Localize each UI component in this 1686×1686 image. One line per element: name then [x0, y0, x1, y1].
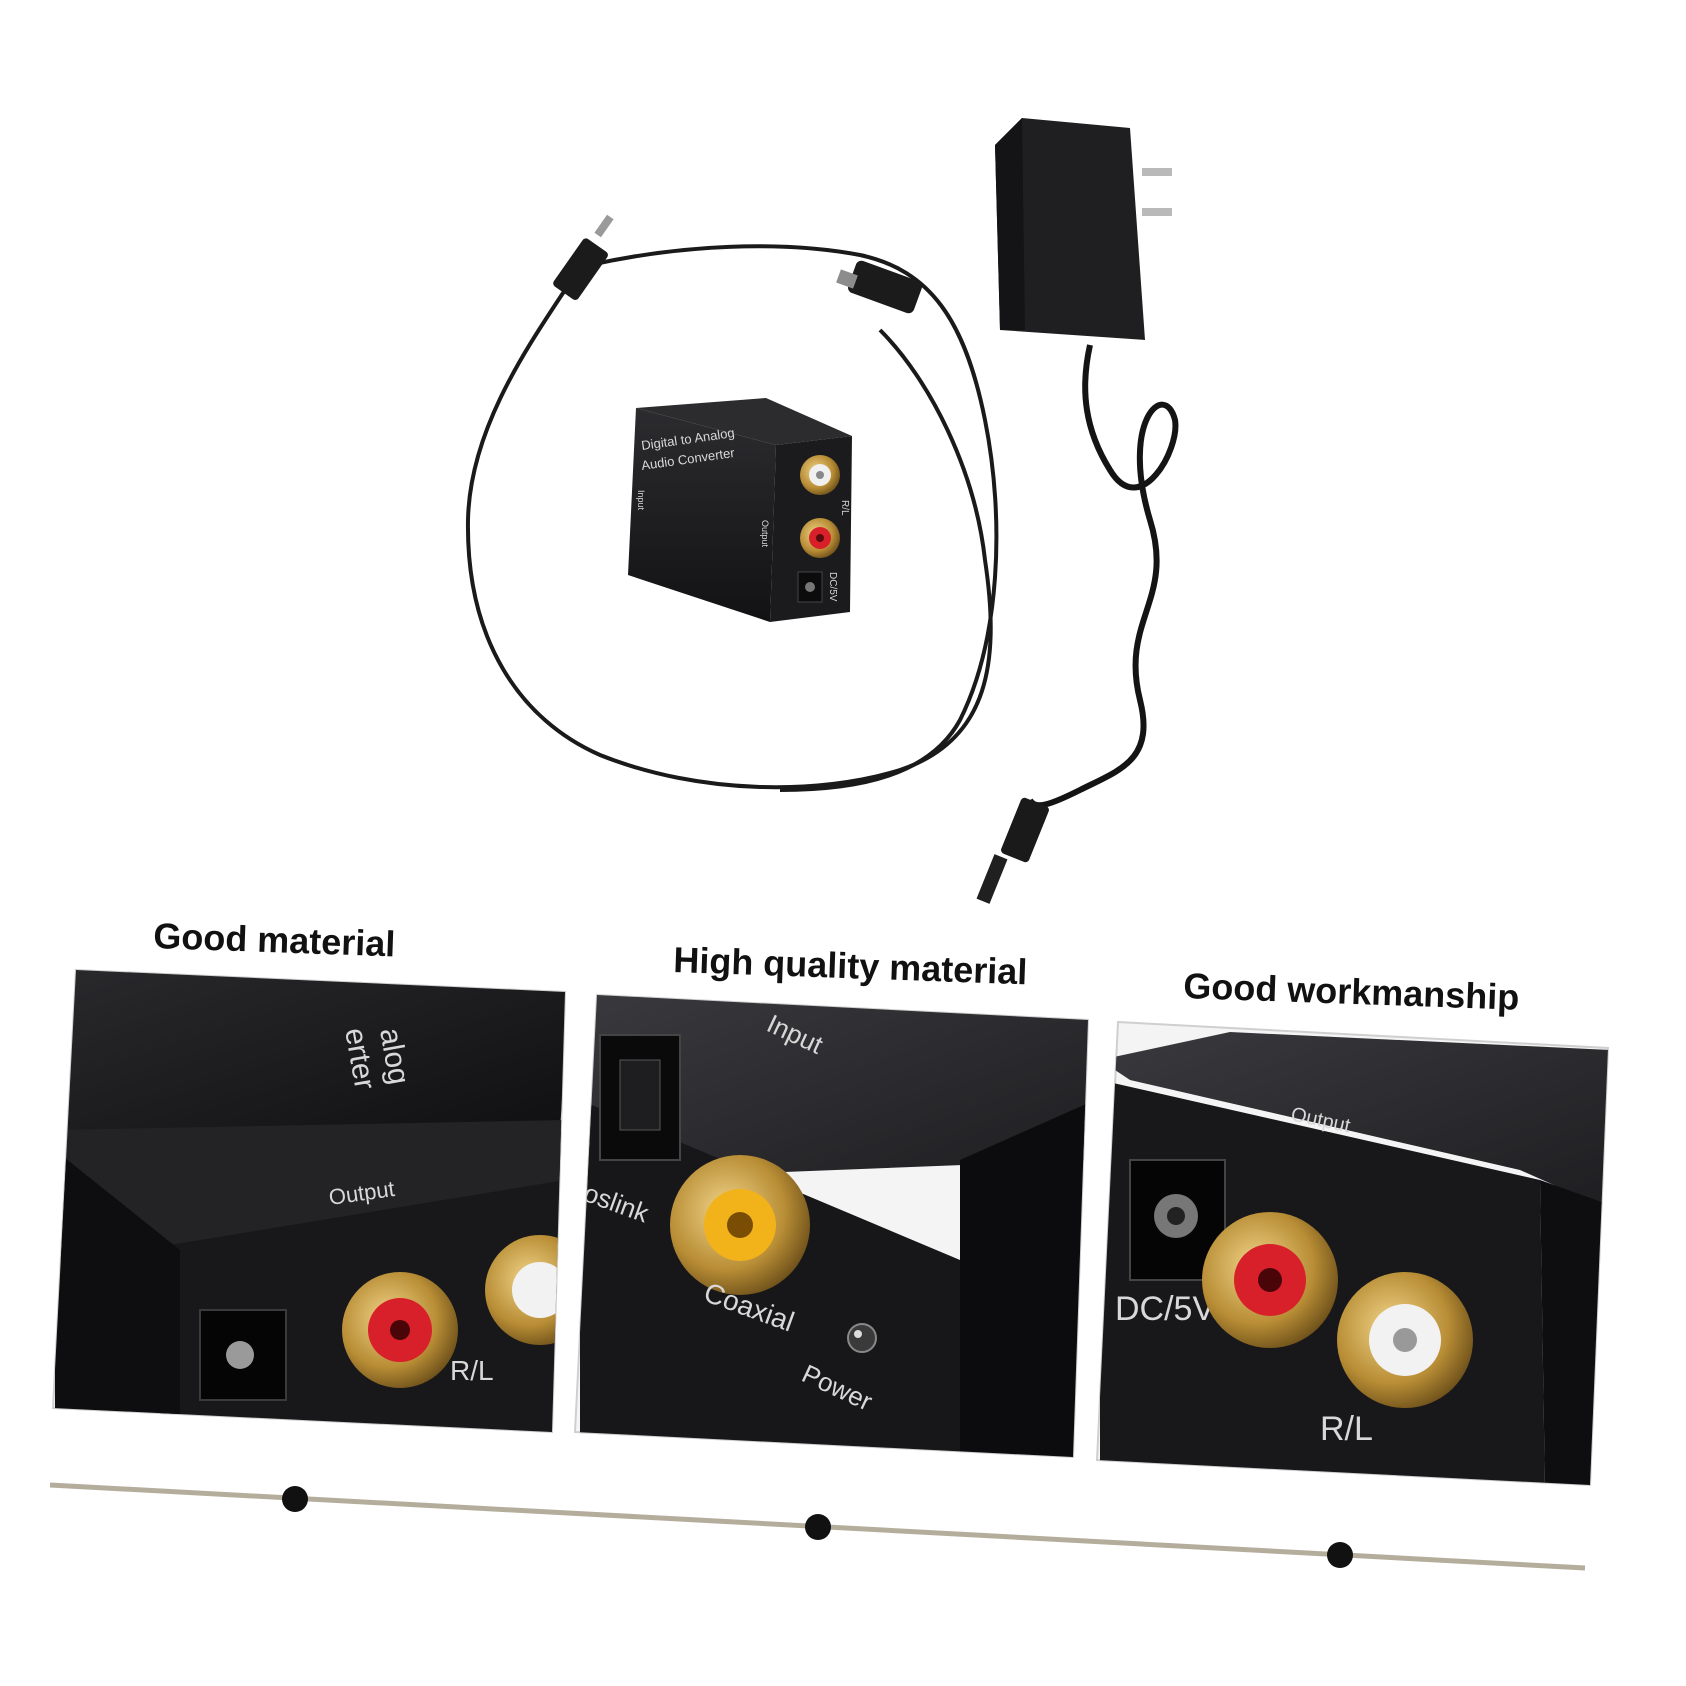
converter-box: Digital to Analog Audio Converter Input …: [628, 398, 852, 622]
panel3-rl-label: R/L: [1320, 1410, 1373, 1448]
device-rl-label: R/L: [839, 500, 850, 516]
detail-panel-1: Output alog erter R/L: [51, 968, 567, 1434]
caption-2: High quality material: [673, 939, 1028, 992]
detail-panel-3: Output DC/5V R/L: [1095, 1020, 1610, 1487]
device-output-label: Output: [760, 520, 770, 548]
power-adapter: [976, 118, 1179, 904]
optical-cable: [465, 214, 999, 792]
timeline-dot-2: [805, 1514, 831, 1540]
timeline-dot-1: [282, 1486, 308, 1512]
device-dc-label: DC/5V: [827, 572, 838, 602]
panel3-dc-label: DC/5V: [1115, 1290, 1215, 1328]
panel1-rl-label: R/L: [450, 1355, 494, 1386]
caption-1: Good material: [153, 915, 396, 964]
timeline: [49, 1482, 1586, 1571]
detail-panel-2: Input oslink Coaxial Power: [573, 993, 1090, 1459]
timeline-dot-3: [1327, 1542, 1353, 1568]
caption-3: Good workmanship: [1183, 965, 1520, 1018]
device-input-label: Input: [636, 490, 646, 511]
